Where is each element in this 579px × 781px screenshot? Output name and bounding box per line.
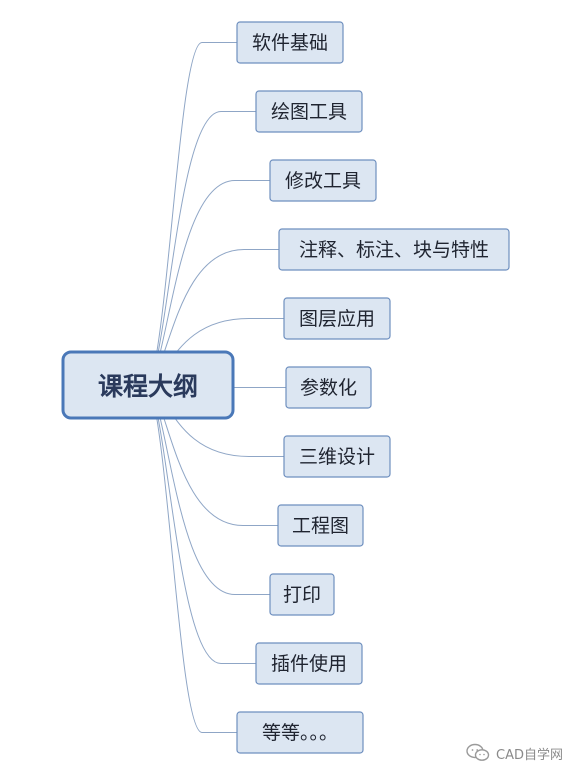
root-node-box — [61, 350, 235, 420]
branch-node[interactable]: 三维设计 — [283, 435, 391, 478]
branch-node-label: 注释、标注、块与特性 — [299, 239, 489, 261]
branch-node[interactable]: 修改工具 — [269, 159, 377, 202]
connector-line — [149, 111, 256, 386]
branch-node-box — [283, 435, 391, 478]
watermark: CAD自学网 — [466, 743, 563, 763]
branch-node[interactable]: 工程图 — [277, 504, 364, 547]
branch-node[interactable]: 等等。。。 — [236, 711, 364, 754]
branch-node-box — [236, 711, 364, 754]
branch-node-box — [255, 642, 363, 685]
branch-nodes: 软件基础绘图工具修改工具注释、标注、块与特性图层应用参数化三维设计工程图打印插件… — [236, 21, 510, 754]
branch-node-label: 打印 — [283, 584, 321, 606]
wechat-icon — [466, 743, 490, 761]
branch-node[interactable]: 参数化 — [285, 366, 372, 409]
watermark-label: CAD自学网 — [496, 747, 563, 763]
branch-node-label: 等等。。。 — [262, 722, 338, 744]
branch-node[interactable]: 软件基础 — [236, 21, 344, 64]
connector-line — [149, 42, 237, 386]
branch-node-label: 图层应用 — [299, 308, 375, 330]
root-node[interactable]: 课程大纲 — [61, 350, 235, 420]
branch-node-box — [269, 159, 377, 202]
branch-node-box — [269, 573, 335, 616]
branch-node-box — [278, 228, 510, 271]
branch-node-box — [283, 297, 391, 340]
branch-node-box — [285, 366, 372, 409]
branch-node-label: 工程图 — [292, 515, 349, 537]
branch-node-box — [236, 21, 344, 64]
branch-node-label: 插件使用 — [271, 653, 347, 675]
branch-node[interactable]: 图层应用 — [283, 297, 391, 340]
branch-node[interactable]: 打印 — [269, 573, 335, 616]
branch-node[interactable]: 注释、标注、块与特性 — [278, 228, 510, 271]
connector-line — [149, 384, 256, 664]
branch-node-label: 修改工具 — [285, 170, 361, 192]
branch-node-box — [255, 90, 363, 133]
branch-node-label: 参数化 — [300, 377, 357, 399]
branch-node[interactable]: 插件使用 — [255, 642, 363, 685]
root-node-label: 课程大纲 — [98, 372, 198, 401]
branch-node-label: 软件基础 — [252, 32, 328, 54]
branch-node-label: 三维设计 — [299, 446, 375, 468]
branch-node[interactable]: 绘图工具 — [255, 90, 363, 133]
branch-node-label: 绘图工具 — [271, 101, 347, 123]
branch-node-box — [277, 504, 364, 547]
connector-line — [149, 384, 237, 733]
